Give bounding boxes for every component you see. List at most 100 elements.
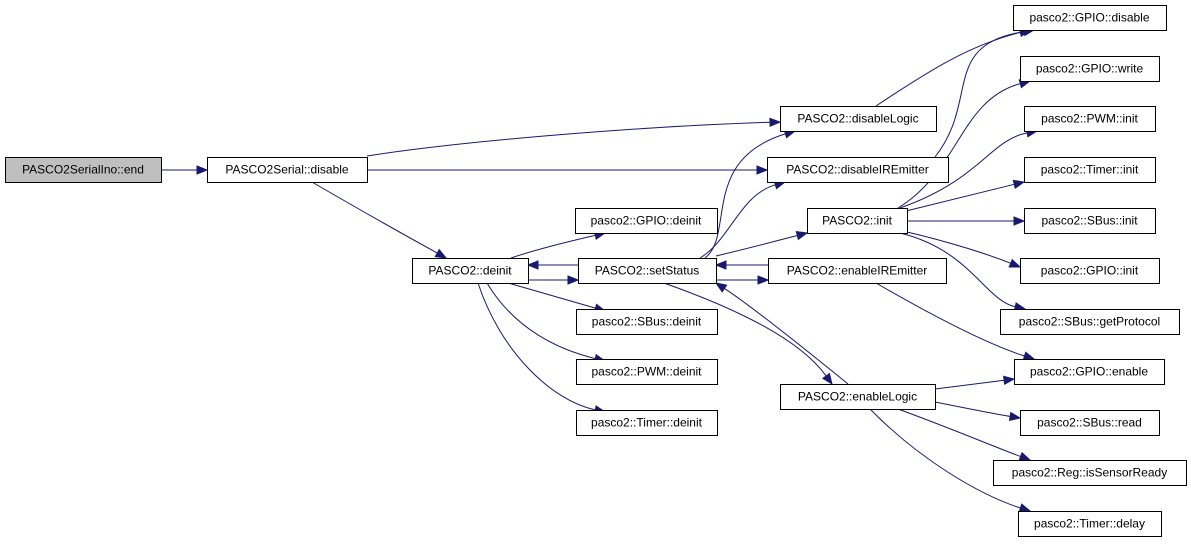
node-deinit[interactable]: PASCO2::deinit [412, 258, 529, 284]
edge-init-to-gpio_write [897, 79, 1032, 209]
node-box [1024, 208, 1156, 234]
node-reg-ready[interactable]: pasco2::Reg::isSensorReady [993, 460, 1187, 486]
node-label: pasco2::Timer::init [1041, 163, 1139, 177]
node-gpio-write[interactable]: pasco2::GPIO::write [1020, 56, 1160, 82]
node-label: PASCO2::setStatus [595, 264, 700, 278]
call-edges [161, 26, 1039, 513]
edge-end-to-disable [161, 165, 209, 175]
edge-line [869, 408, 1021, 509]
node-timer-deinit[interactable]: pasco2::Timer::deinit [576, 410, 718, 436]
edge-setstatus-to-init [715, 231, 809, 257]
node-disable[interactable]: PASCO2Serial::disable [207, 157, 368, 183]
edge-line [897, 83, 1021, 209]
edge-line [899, 132, 1028, 209]
edge-line [934, 401, 1011, 417]
node-label: pasco2::Reg::isSensorReady [1012, 466, 1167, 480]
edge-line [704, 133, 786, 259]
edge-enableir-to-setstatus [714, 260, 768, 270]
edge-setstatus-to-disablelogic [704, 129, 797, 259]
edge-setstatus-to-deinit [526, 260, 578, 270]
arrowhead [714, 260, 727, 270]
edge-init-to-sbus_init [907, 216, 1026, 226]
arrowhead [769, 117, 782, 128]
node-enablelogic[interactable]: PASCO2::enableLogic [780, 384, 936, 410]
node-label: PASCO2::disableLogic [797, 112, 918, 126]
node-gpio-deinit[interactable]: pasco2::GPIO::deinit [575, 208, 718, 234]
node-box [575, 208, 718, 234]
node-label: PASCO2::init [822, 214, 892, 228]
node-sbus-read[interactable]: pasco2::SBus::read [1020, 410, 1160, 436]
edge-deinit-to-sbus_deinit [507, 282, 607, 313]
edge-line [486, 282, 596, 360]
node-box [1024, 157, 1156, 183]
node-label: PASCO2::enableIREmitter [787, 264, 928, 278]
node-box [207, 157, 368, 183]
edge-disableir-to-gpio_disable [934, 26, 1036, 158]
arrowhead [526, 260, 539, 270]
arrowhead [196, 165, 209, 175]
node-disableir[interactable]: PASCO2::disableIREmitter [767, 157, 949, 183]
node-end: PASCO2SerialIno::end [5, 157, 162, 183]
node-label: pasco2::Timer::delay [1034, 517, 1145, 531]
node-box [780, 106, 937, 132]
node-timer-delay[interactable]: pasco2::Timer::delay [1018, 511, 1162, 537]
node-init[interactable]: PASCO2::init [807, 208, 908, 234]
edge-line [934, 379, 1005, 390]
node-label: pasco2::SBus::deinit [592, 315, 702, 329]
edge-line [906, 231, 1011, 264]
node-box [768, 258, 947, 284]
arrowhead [757, 275, 770, 285]
edge-line [875, 31, 1021, 107]
node-sbus-init[interactable]: pasco2::SBus::init [1024, 208, 1156, 234]
edge-disable-to-disablelogic [366, 117, 782, 157]
node-box [767, 157, 949, 183]
edge-init-to-gpio_init [906, 231, 1022, 268]
node-label: pasco2::SBus::getProtocol [1019, 315, 1160, 329]
edge-deinit-to-gpio_deinit [510, 230, 607, 259]
arrowhead [567, 275, 580, 285]
edge-line [507, 282, 596, 309]
edge-line [905, 183, 1015, 212]
edge-line [934, 31, 1025, 158]
edge-line [311, 181, 438, 254]
node-disablelogic[interactable]: PASCO2::disableLogic [780, 106, 937, 132]
node-timer-init[interactable]: pasco2::Timer::init [1024, 157, 1156, 183]
node-pwm-deinit[interactable]: pasco2::PWM::deinit [576, 359, 718, 385]
node-sbus-getprotocol[interactable]: pasco2::SBus::getProtocol [1000, 309, 1180, 335]
node-box [807, 208, 908, 234]
node-box [1020, 56, 1160, 82]
arrowhead [1018, 503, 1032, 513]
node-box [5, 157, 162, 183]
node-sbus-deinit[interactable]: pasco2::SBus::deinit [576, 309, 718, 335]
node-label: pasco2::GPIO::enable [1030, 365, 1148, 379]
node-label: pasco2::PWM::init [1041, 112, 1138, 126]
node-box [780, 384, 936, 410]
arrowhead [434, 248, 448, 259]
node-gpio-enable[interactable]: pasco2::GPIO::enable [1014, 359, 1165, 385]
edge-init-to-timer_init [905, 179, 1026, 212]
node-enableir[interactable]: PASCO2::enableIREmitter [768, 258, 947, 284]
edge-line [477, 282, 596, 411]
node-pwm-init[interactable]: pasco2::PWM::init [1024, 106, 1156, 132]
node-gpio-init[interactable]: pasco2::GPIO::init [1020, 258, 1160, 284]
arrowhead [1003, 375, 1016, 385]
node-label: pasco2::GPIO::init [1041, 264, 1139, 278]
arrowhead [795, 231, 809, 241]
node-gpio-disable[interactable]: pasco2::GPIO::disable [1013, 5, 1167, 31]
node-label: pasco2::PWM::deinit [591, 365, 702, 379]
node-label: PASCO2::enableLogic [798, 390, 917, 404]
node-box [993, 460, 1187, 486]
edge-enablelogic-to-setstatus [714, 282, 849, 385]
edge-setstatus-to-enableir [716, 275, 770, 285]
node-box [576, 410, 718, 436]
edge-enablelogic-to-sbus_read [934, 401, 1022, 422]
arrowhead [1012, 179, 1026, 190]
arrowhead [1018, 451, 1032, 461]
edge-deinit-to-timer_deinit [477, 282, 607, 415]
edge-line [724, 287, 849, 385]
node-setstatus[interactable]: PASCO2::setStatus [578, 258, 717, 284]
node-box [412, 258, 529, 284]
edge-enablelogic-to-gpio_enable [934, 375, 1016, 390]
node-box [1014, 359, 1165, 385]
